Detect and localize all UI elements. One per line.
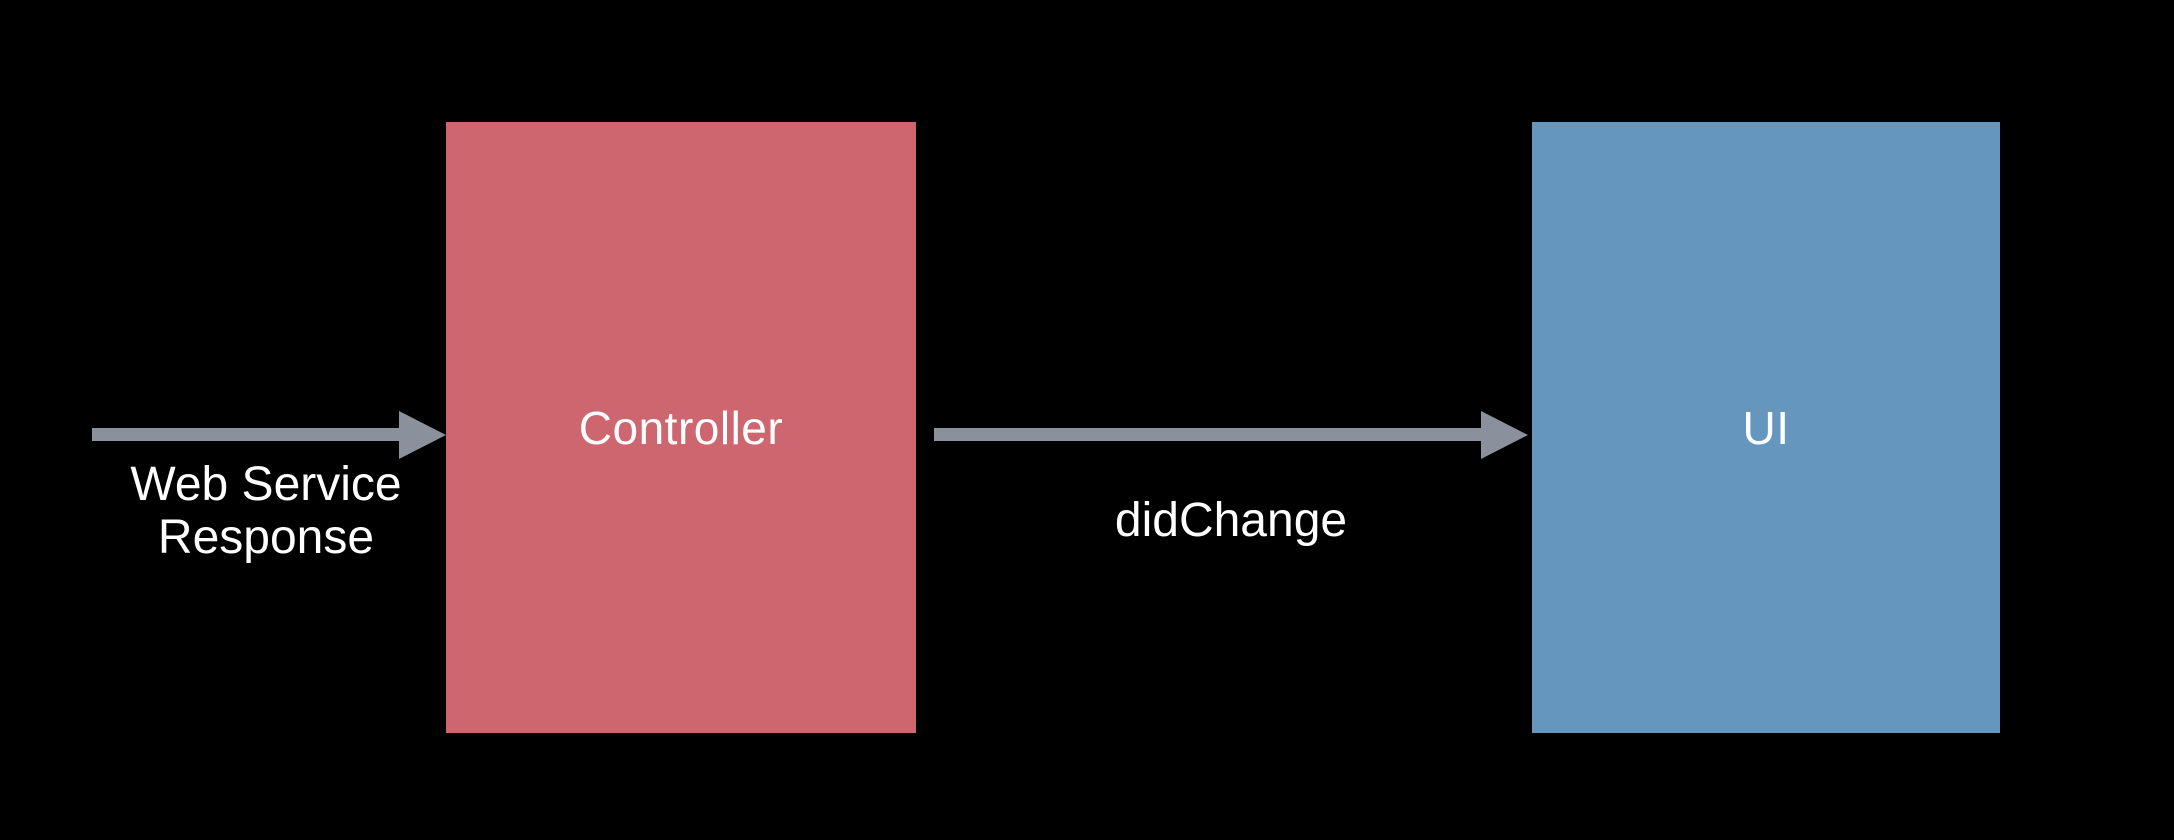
arrow-shaft (934, 428, 1482, 441)
edge-label-did-change: didChange (981, 494, 1481, 547)
arrow-head-icon (1481, 411, 1528, 459)
node-ui-label: UI (1742, 401, 1790, 454)
edge-label-line: Web Service (130, 458, 402, 511)
edge-label-web-service-response: Web Service Response (16, 458, 516, 564)
node-ui: UI (1532, 122, 2000, 733)
arrow-shaft (92, 428, 400, 441)
arrow-head-icon (399, 411, 446, 459)
edge-label-line: didChange (1114, 494, 1348, 547)
edge-label-line: Response (157, 511, 375, 564)
node-controller: Controller (446, 122, 916, 733)
node-controller-label: Controller (578, 401, 784, 454)
